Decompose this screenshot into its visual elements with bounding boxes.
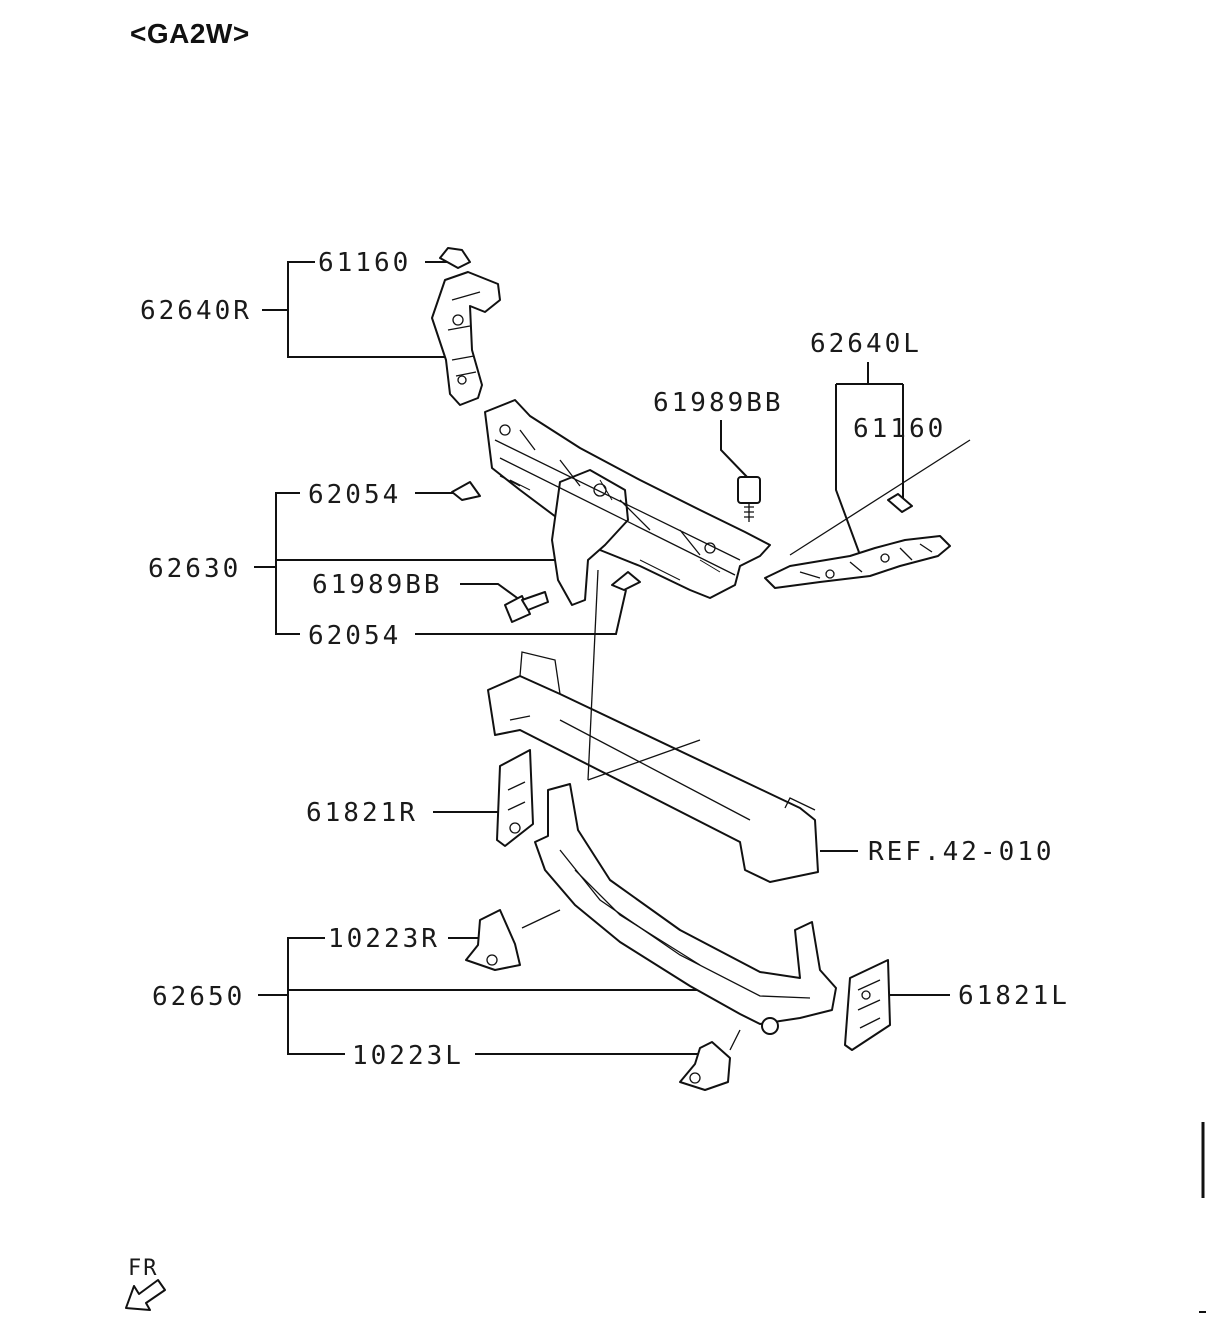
label-62640l: 62640L [810,329,922,359]
edge-marks [1199,1122,1206,1313]
label-61160-right: 61160 [318,248,411,278]
part-61989bb-bolts [504,476,761,623]
part-10223r-bracket [465,909,561,971]
label-61989bb-top: 61989BB [653,388,784,418]
label-62650: 62650 [152,982,245,1012]
direction-label: FR [128,1256,159,1281]
leader-lines [254,261,950,1055]
label-61821l: 61821L [958,981,1070,1011]
part-62640l-headlamp-support [764,439,971,589]
label-61989bb-mid: 61989BB [312,570,443,600]
label-10223r: 10223R [328,924,440,954]
label-ref-42-010: REF.42-010 [868,837,1055,867]
label-10223l: 10223L [352,1041,464,1071]
part-62630-upper-support [451,399,771,606]
label-61821r: 61821R [306,798,418,828]
front-direction-indicator: FR [125,1256,166,1311]
part-61821r-bracket [496,749,534,847]
part-labels: 61160 62640R 62640L 61989BB 61160 62054 … [140,248,1070,1071]
part-61821l-bracket [844,959,891,1051]
label-62640r: 62640R [140,296,252,326]
part-62650-lower-support [534,783,837,1035]
model-code: <GA2W> [130,18,250,49]
label-61160-left: 61160 [853,414,946,444]
part-62640r-headlamp-support [431,247,501,406]
part-ref-42-010-beam [487,569,819,883]
label-62054-bottom: 62054 [308,621,401,651]
front-direction-arrow-icon [125,1279,166,1311]
label-62630: 62630 [148,554,241,584]
part-10223l-bracket [679,1029,741,1091]
label-62054-top: 62054 [308,480,401,510]
